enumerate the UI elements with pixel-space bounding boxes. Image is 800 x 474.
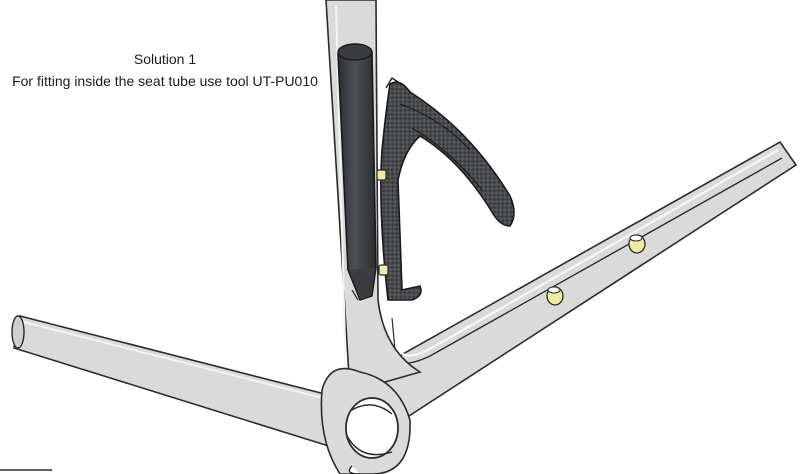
bottle-boss-icon xyxy=(376,169,389,276)
carbon-bottle-cage-icon xyxy=(380,77,515,301)
bottom-bracket xyxy=(320,367,411,474)
chainstay-tube xyxy=(11,315,357,454)
caption-title: Solution 1 xyxy=(133,51,197,67)
caption: Solution 1 For fitting inside the seat t… xyxy=(0,48,330,92)
caption-subtitle: For fitting inside the seat tube use too… xyxy=(12,73,318,89)
battery-tube-icon xyxy=(337,43,377,301)
down-tube-boss-upper xyxy=(628,234,646,254)
down-tube-boss-lower xyxy=(546,286,564,306)
